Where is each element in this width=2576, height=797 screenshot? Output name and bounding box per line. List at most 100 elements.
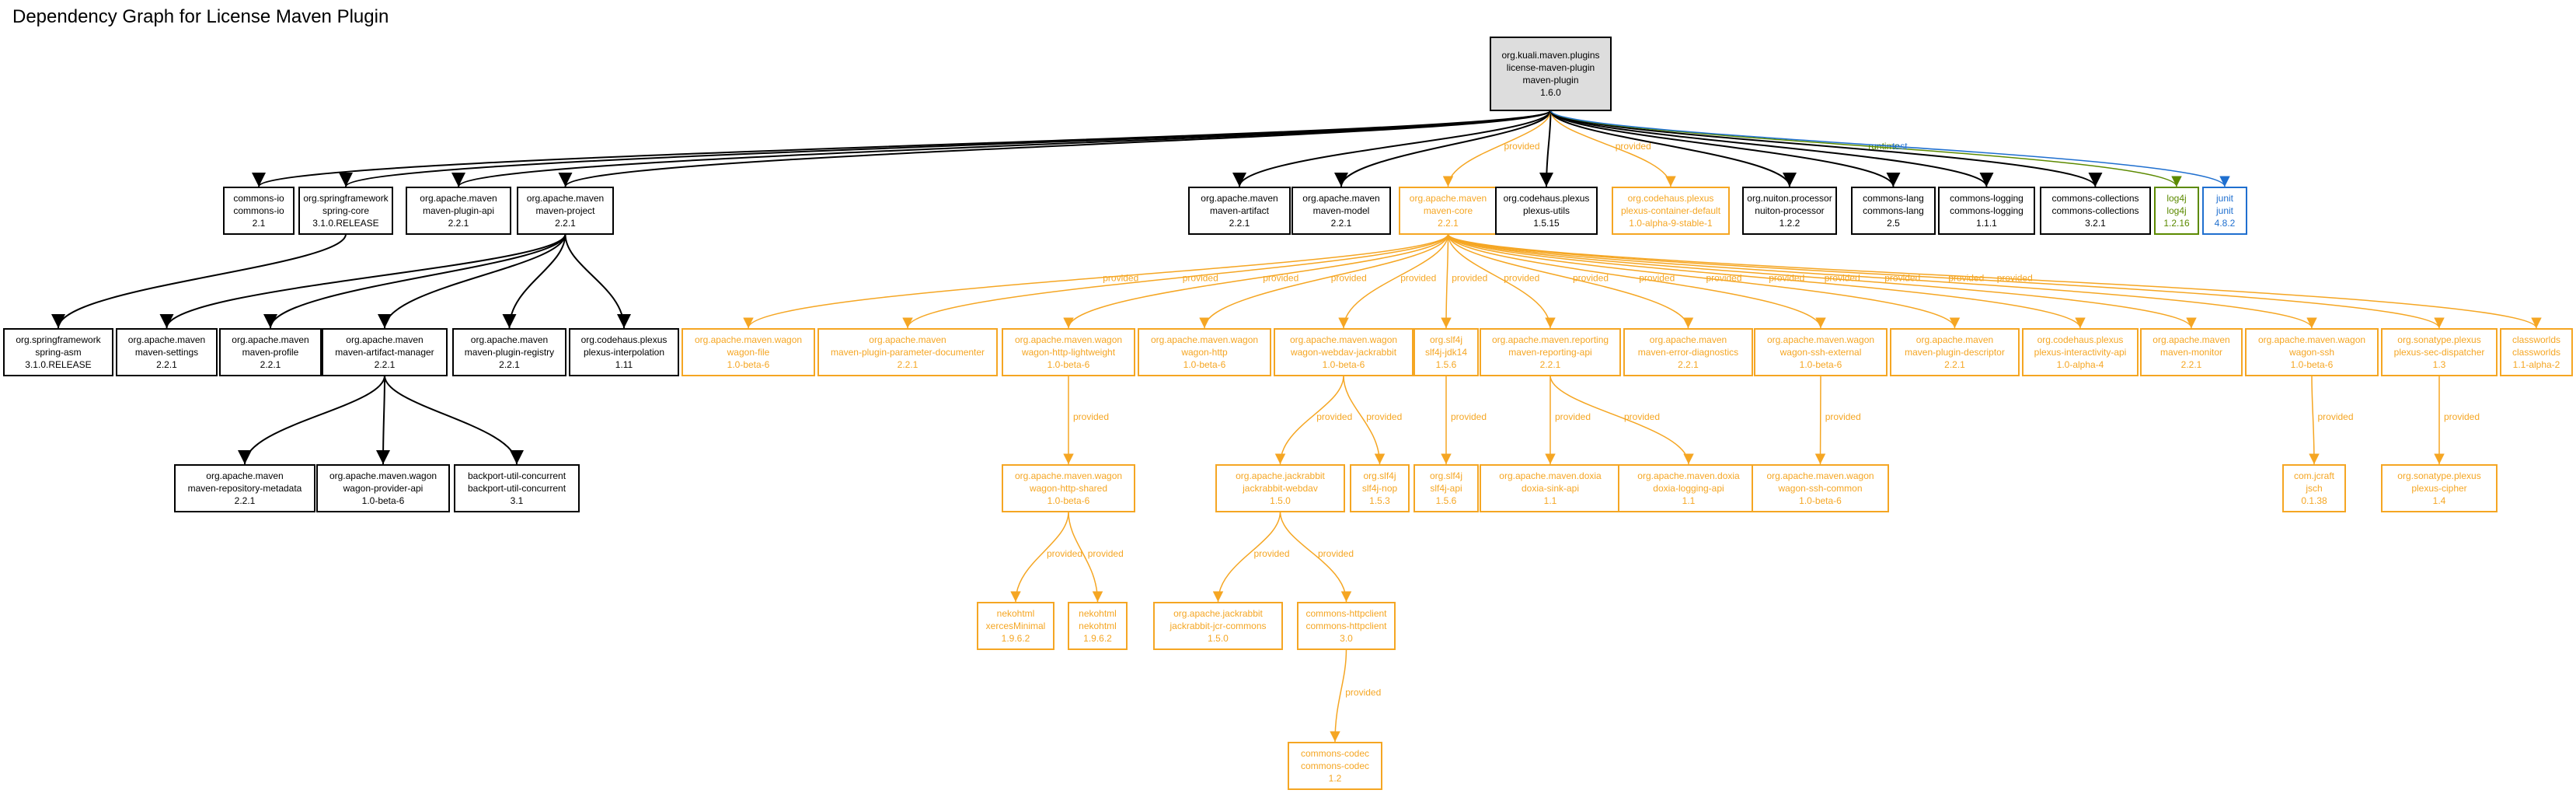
node-box xyxy=(454,464,580,512)
edge-scope-label: provided xyxy=(1639,272,1675,283)
node-label-line: commons-collections xyxy=(2051,193,2139,204)
node-label-line: slf4j-nop xyxy=(1362,483,1398,494)
dependency-edge xyxy=(1539,110,1554,187)
dependency-edge xyxy=(1274,375,1344,465)
node-label-line: maven-artifact xyxy=(1210,205,1270,216)
edge-scope-label: provided xyxy=(1073,411,1109,422)
dependency-edge xyxy=(378,233,566,329)
edge-scope-label: provided xyxy=(1504,141,1540,152)
node-label-line: 1.0-beta-6 xyxy=(1047,359,1090,370)
dependency-node: org.apache.mavenmaven-artifact-manager2.… xyxy=(322,328,448,376)
node-label-line: nekohtml xyxy=(997,608,1035,619)
node-label-line: org.apache.jackrabbit xyxy=(1173,608,1263,619)
node-label-line: slf4j-api xyxy=(1430,483,1462,494)
node-label-line: org.slf4j xyxy=(1430,334,1462,345)
node-box xyxy=(1215,464,1345,512)
node-label-line: 2.2.1 xyxy=(1678,359,1699,370)
node-box xyxy=(2282,464,2346,512)
node-label-line: log4j xyxy=(2166,205,2186,216)
dependency-edge xyxy=(1334,110,1552,187)
node-label-line: commons-io xyxy=(233,193,284,204)
node-label-line: 2.2.1 xyxy=(898,359,919,370)
dependency-edge xyxy=(1447,233,2317,329)
node-label-line: 2.2.1 xyxy=(156,359,177,370)
node-label-line: org.codehaus.plexus xyxy=(1628,193,1714,204)
node-label-line: org.apache.maven.wagon xyxy=(695,334,802,345)
node-label-line: org.apache.maven.doxia xyxy=(1499,470,1602,481)
node-label-line: wagon-ssh-common xyxy=(1777,483,1862,494)
node-box xyxy=(1612,187,1730,235)
node-label-line: maven-profile xyxy=(242,347,299,358)
node-label-line: commons-codec xyxy=(1301,760,1369,771)
dependency-edge xyxy=(1010,511,1069,603)
edge-scope-label: provided xyxy=(1573,272,1609,283)
node-label-line: 0.1.38 xyxy=(2301,495,2327,506)
node-label-line: org.apache.maven xyxy=(471,334,548,345)
node-label-line: commons-codec xyxy=(1301,748,1369,759)
dependency-node: org.kuali.maven.pluginslicense-maven-plu… xyxy=(1490,37,1612,111)
dependency-node: org.apache.maven.wagonwagon-http1.0-beta… xyxy=(1138,328,1271,376)
dependency-edge xyxy=(376,375,391,465)
node-box xyxy=(1480,464,1621,512)
node-label-line: org.nuiton.processor xyxy=(1747,193,1832,204)
dependency-edge xyxy=(51,233,347,329)
dependency-node: backport-util-concurrentbackport-util-co… xyxy=(454,464,580,512)
node-box xyxy=(2040,187,2151,235)
dependency-node: org.apache.maven.wagonwagon-file1.0-beta… xyxy=(681,328,815,376)
node-label-line: org.apache.maven xyxy=(346,334,423,345)
node-label-line: 1.3 xyxy=(2433,359,2446,370)
node-label-line: 3.2.1 xyxy=(2085,218,2106,229)
node-label-line: org.apache.maven xyxy=(232,334,308,345)
node-label-line: org.apache.maven xyxy=(1410,193,1487,204)
node-box xyxy=(681,328,815,376)
dependency-node: org.codehaus.plexusplexus-container-defa… xyxy=(1612,187,1730,235)
node-box xyxy=(1742,187,1837,235)
node-box xyxy=(2381,328,2498,376)
dependency-edge xyxy=(1447,233,2542,329)
node-label-line: plexus-cipher xyxy=(2411,483,2466,494)
node-label-line: 1.0-beta-6 xyxy=(1323,359,1365,370)
node-label-line: 1.0-beta-6 xyxy=(727,359,770,370)
node-box xyxy=(2500,328,2573,376)
dependency-node: org.apache.jackrabbitjackrabbit-jcr-comm… xyxy=(1153,602,1283,650)
dependency-edge xyxy=(502,233,566,329)
dependency-node: org.apache.mavenmaven-plugin-parameter-d… xyxy=(817,328,998,376)
dependency-node: org.sonatype.plexusplexus-sec-dispatcher… xyxy=(2381,328,2498,376)
node-label-line: 1.11 xyxy=(615,359,633,370)
dependency-node: org.apache.jackrabbitjackrabbit-webdav1.… xyxy=(1215,464,1345,512)
node-label-line: org.apache.maven xyxy=(1302,193,1379,204)
dependency-node: org.apache.maven.wagonwagon-ssh-common1.… xyxy=(1752,464,1889,512)
dependency-edge xyxy=(263,233,566,329)
dependency-edge xyxy=(1338,233,1449,329)
node-label-line: 2.2.1 xyxy=(555,218,576,229)
dependency-edge xyxy=(1549,375,1694,465)
node-label-line: classworlds xyxy=(2512,334,2560,345)
node-label-line: junit xyxy=(2215,193,2234,204)
dependency-edge xyxy=(2309,375,2320,465)
node-label-line: org.apache.maven.wagon xyxy=(329,470,437,481)
node-label-line: 2.2.1 xyxy=(1540,359,1561,370)
edge-scope-label: provided xyxy=(1254,548,1290,559)
edge-scope-label: provided xyxy=(1624,411,1660,422)
node-label-line: maven-settings xyxy=(135,347,198,358)
node-label-line: 1.5.0 xyxy=(1270,495,1291,506)
edge-scope-label: provided xyxy=(1400,272,1436,283)
node-label-line: wagon-http-lightweight xyxy=(1021,347,1116,358)
node-label-line: wagon-http xyxy=(1180,347,1228,358)
dependency-node: org.springframeworkspring-asm3.1.0.RELEA… xyxy=(3,328,113,376)
node-label-line: 2.2.1 xyxy=(235,495,256,506)
node-label-line: 1.6.0 xyxy=(1540,87,1561,98)
dependency-edge xyxy=(1447,233,1826,329)
node-label-line: commons-collections xyxy=(2051,205,2139,216)
node-label-line: org.kuali.maven.plugins xyxy=(1501,50,1599,61)
